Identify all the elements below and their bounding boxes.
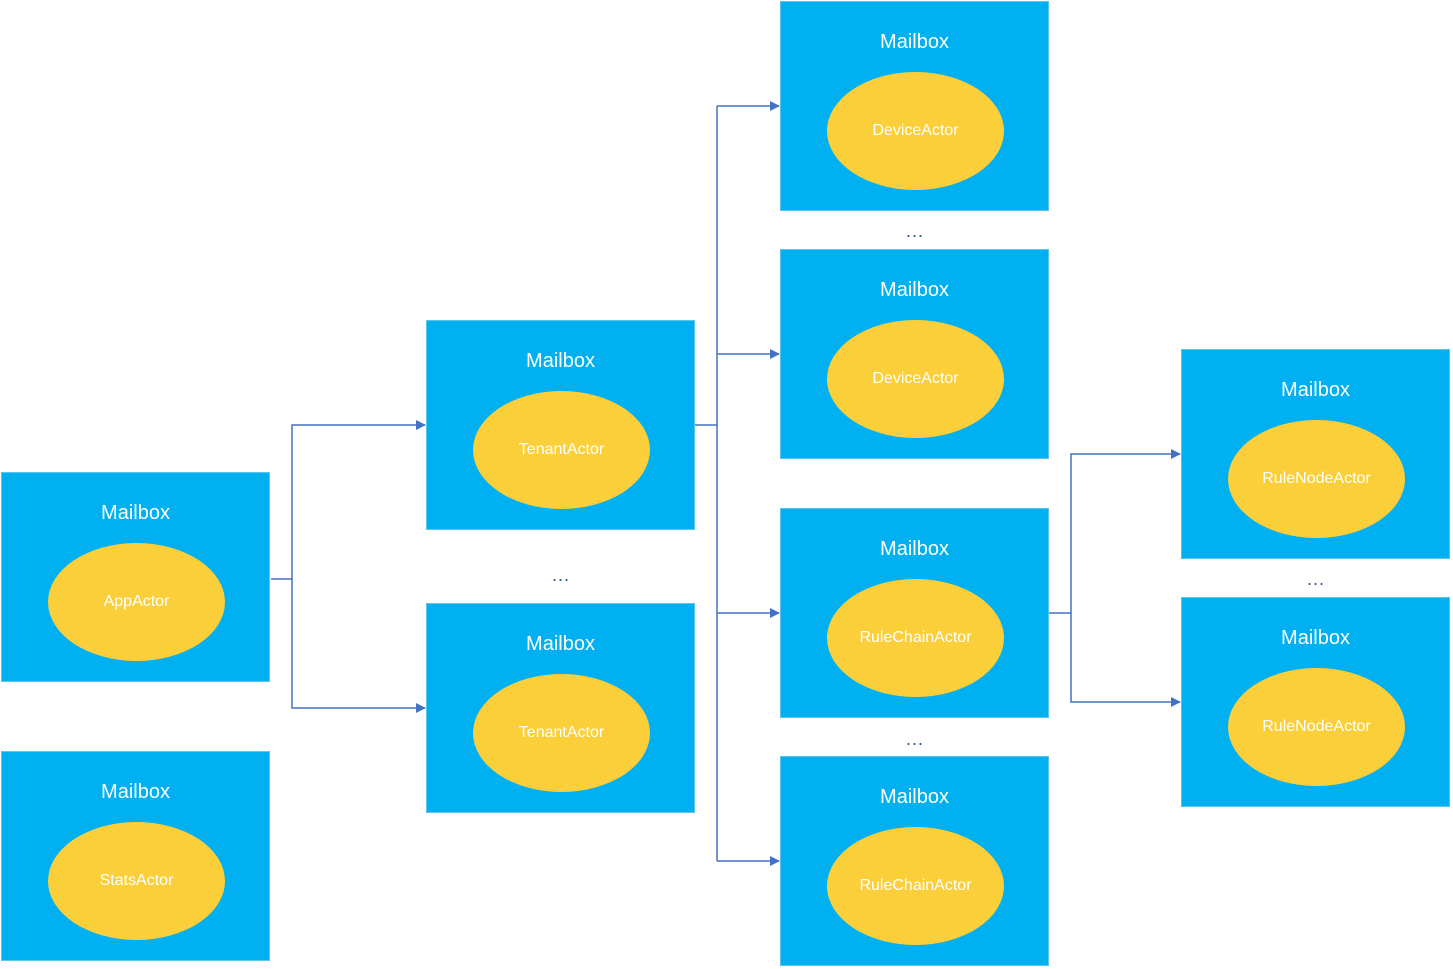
actor-label: StatsActor <box>99 872 174 889</box>
actor-label: AppActor <box>103 593 170 610</box>
rulenode-mailbox-1: Mailbox RuleNodeActor <box>1181 349 1450 559</box>
device-mailbox-1: Mailbox DeviceActor <box>780 1 1049 211</box>
actor-label: RuleChainActor <box>859 877 972 894</box>
connector-app-to-tenant-2 <box>291 579 426 713</box>
stats-actor: StatsActor <box>48 822 225 940</box>
mailbox-label: Mailbox <box>880 538 949 560</box>
actor-label: TenantActor <box>518 441 605 458</box>
app-mailbox: Mailbox AppActor <box>1 472 270 682</box>
tenant-mailbox-2: Mailbox TenantActor <box>426 603 695 813</box>
device-actor: DeviceActor <box>827 72 1004 190</box>
rulenode-mailbox-2: Mailbox RuleNodeActor <box>1181 597 1450 807</box>
mailbox-label: Mailbox <box>880 279 949 301</box>
rulechain-actor: RuleChainActor <box>827 827 1004 945</box>
tenant-ellipsis: ... <box>551 565 570 585</box>
rulechain-mailbox-1: Mailbox RuleChainActor <box>780 508 1049 718</box>
rulenode-actor: RuleNodeActor <box>1228 420 1405 538</box>
device-ellipsis: ... <box>905 221 924 241</box>
mailbox-label: Mailbox <box>526 350 595 372</box>
actor-label: RuleNodeActor <box>1262 718 1371 735</box>
mailbox-label: Mailbox <box>101 781 170 803</box>
mailbox-label: Mailbox <box>1281 627 1350 649</box>
mailbox-label: Mailbox <box>1281 379 1350 401</box>
actor-label: DeviceActor <box>872 370 959 387</box>
rulenode-ellipsis: ... <box>1306 569 1325 589</box>
stats-mailbox: Mailbox StatsActor <box>1 751 270 961</box>
actor-label: TenantActor <box>518 724 605 741</box>
rulechain-mailbox-2: Mailbox RuleChainActor <box>780 756 1049 966</box>
tenant-actor: TenantActor <box>473 391 650 509</box>
tenant-actor: TenantActor <box>473 674 650 792</box>
actor-label: RuleNodeActor <box>1262 470 1371 487</box>
tenant-mailbox-1: Mailbox TenantActor <box>426 320 695 530</box>
connector-rulechain-to-rulenode-2 <box>1070 613 1181 707</box>
rulenode-actor: RuleNodeActor <box>1228 668 1405 786</box>
app-actor: AppActor <box>48 543 225 661</box>
rulechain-ellipsis: ... <box>905 729 924 749</box>
device-mailbox-2: Mailbox DeviceActor <box>780 249 1049 459</box>
mailbox-label: Mailbox <box>101 502 170 524</box>
rulechain-actor: RuleChainActor <box>827 579 1004 697</box>
connector-app-to-tenant-1 <box>271 420 426 580</box>
connector-rulechain-to-rulenode-1 <box>1049 449 1181 614</box>
mailbox-label: Mailbox <box>526 633 595 655</box>
mailbox-label: Mailbox <box>880 786 949 808</box>
device-actor: DeviceActor <box>827 320 1004 438</box>
actor-label: RuleChainActor <box>859 629 972 646</box>
mailbox-label: Mailbox <box>880 31 949 53</box>
actor-label: DeviceActor <box>872 122 959 139</box>
